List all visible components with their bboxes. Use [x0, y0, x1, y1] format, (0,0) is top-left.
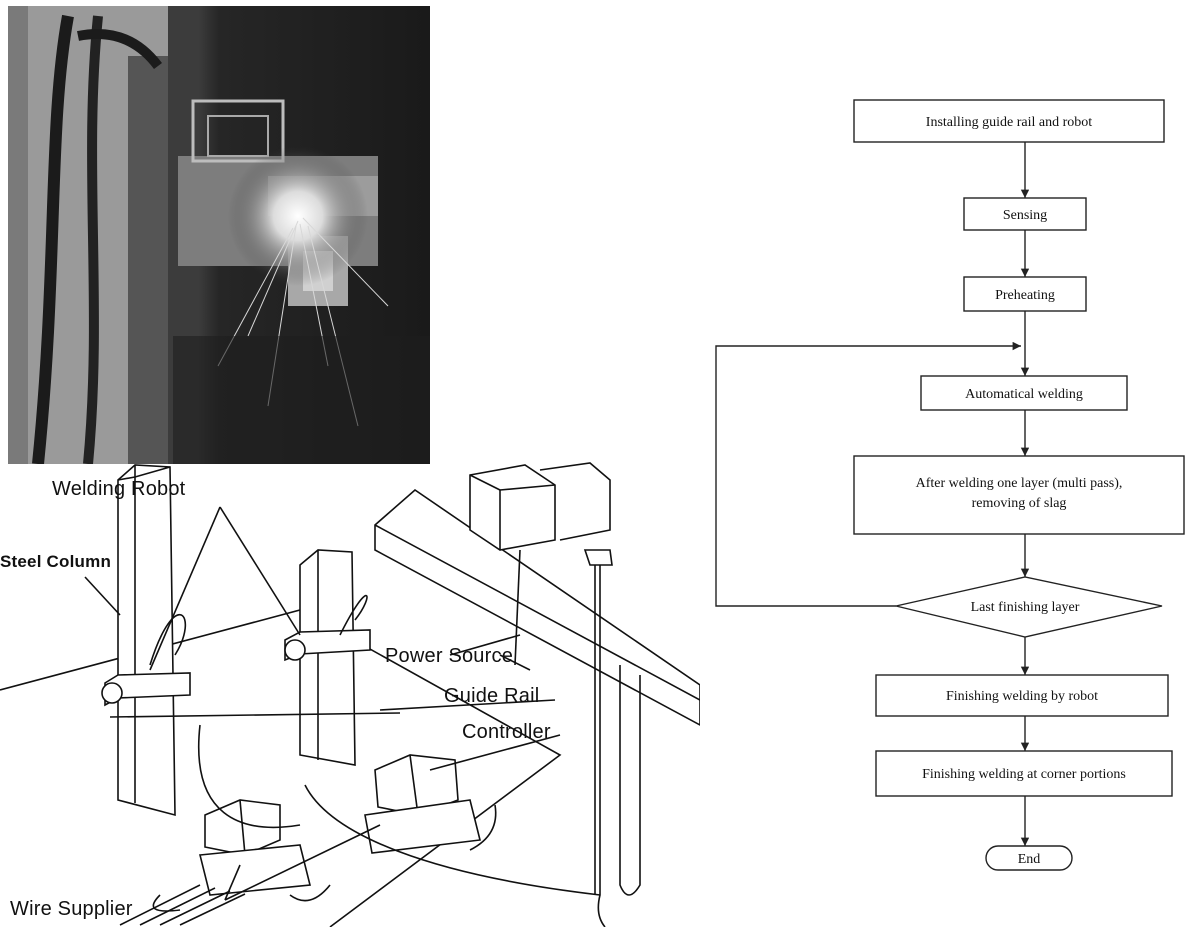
step-finish-corner-label: Finishing welding at corner portions	[922, 767, 1126, 782]
step-install-label: Installing guide rail and robot	[926, 115, 1093, 130]
welding-robot-label: Welding Robot	[52, 478, 186, 500]
step-after-welding: After welding one layer (multi pass), re…	[854, 456, 1184, 534]
terminal-end: End	[986, 846, 1072, 870]
decision-last-layer-label: Last finishing layer	[971, 600, 1080, 615]
guide-rail-label: Guide Rail	[444, 685, 539, 707]
wire-supplier-label: Wire Supplier	[10, 898, 133, 920]
step-auto-welding-label: Automatical welding	[965, 387, 1083, 402]
steel-column-label: Steel Column	[0, 552, 111, 571]
step-auto-welding: Automatical welding	[921, 376, 1127, 410]
welding-process-flowchart: Installing guide rail and robot Sensing …	[700, 0, 1188, 927]
step-finish-corner: Finishing welding at corner portions	[876, 751, 1172, 796]
step-preheating-label: Preheating	[995, 288, 1055, 303]
step-sensing-label: Sensing	[1003, 208, 1047, 223]
step-after-welding-line2: removing of slag	[972, 496, 1067, 511]
controller-label: Controller	[462, 721, 551, 743]
step-after-welding-line1: After welding one layer (multi pass),	[916, 476, 1123, 491]
decision-last-layer: Last finishing layer	[896, 577, 1162, 637]
welding-system-illustration: Welding Robot Steel Column Power Source …	[0, 455, 700, 927]
step-install: Installing guide rail and robot	[854, 100, 1164, 142]
step-finish-robot-label: Finishing welding by robot	[946, 689, 1098, 704]
power-source-label: Power Source	[385, 645, 513, 667]
step-finish-robot: Finishing welding by robot	[876, 675, 1168, 716]
welding-robot-photo	[8, 6, 430, 464]
step-preheating: Preheating	[964, 277, 1086, 311]
terminal-end-label: End	[1018, 852, 1041, 867]
step-sensing: Sensing	[964, 198, 1086, 230]
